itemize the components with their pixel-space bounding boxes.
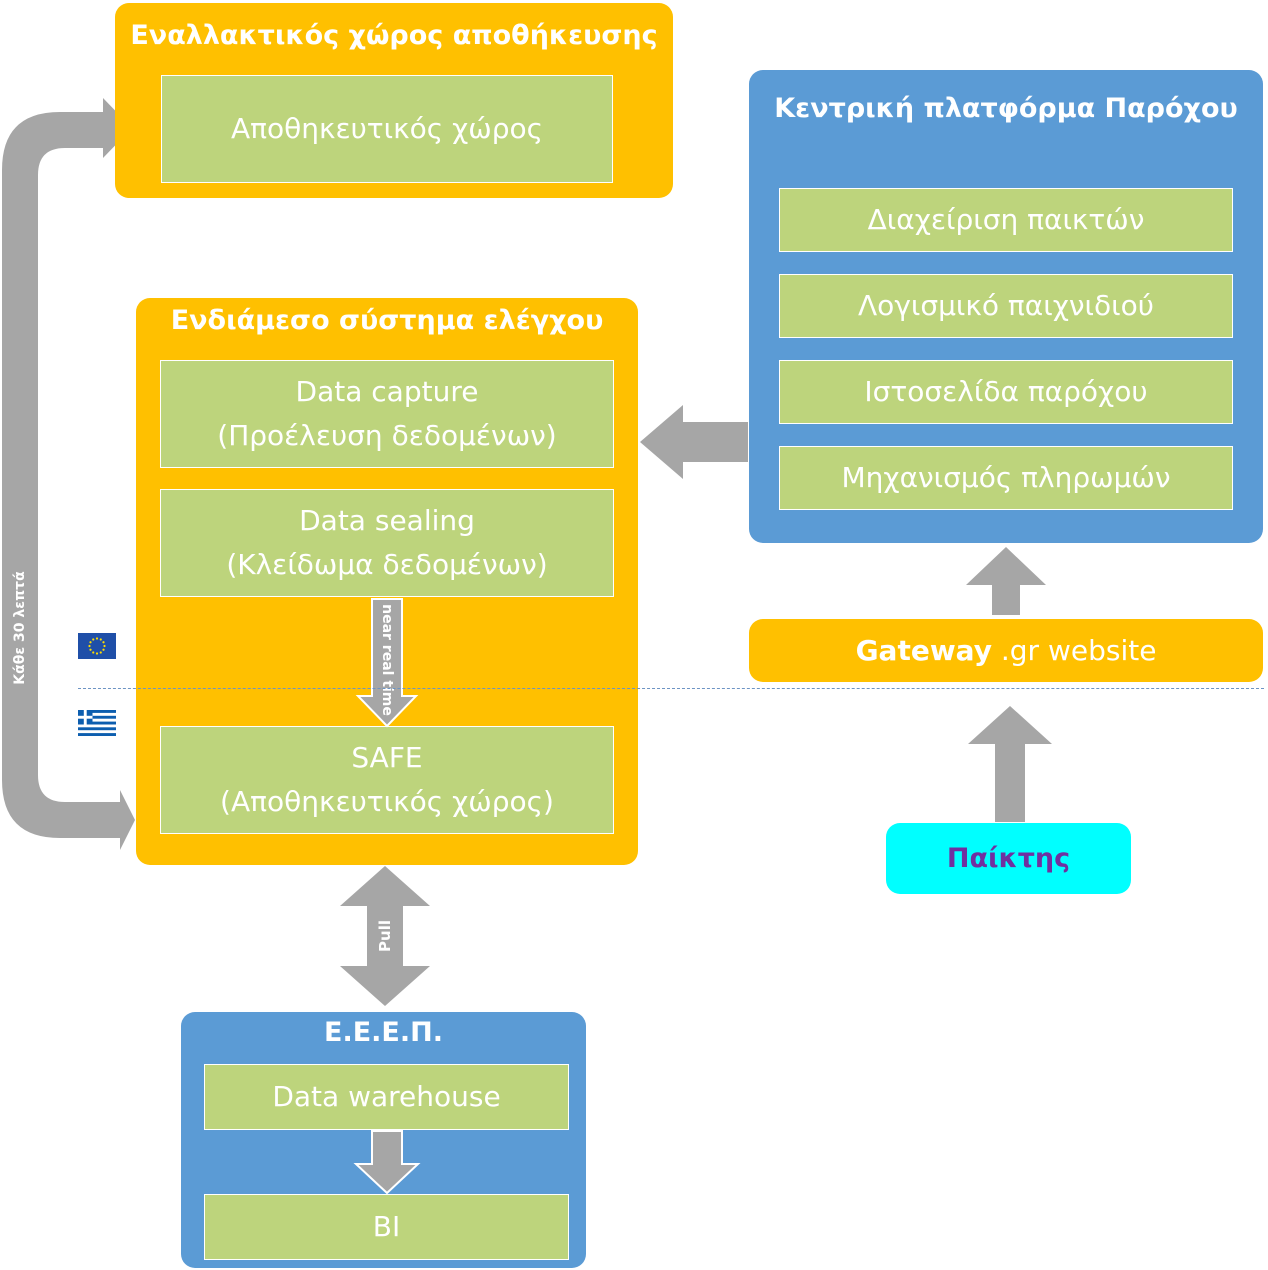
eu-flag-icon bbox=[78, 633, 116, 659]
bi-label: BI bbox=[372, 1210, 401, 1243]
player-label: Παίκτης bbox=[946, 843, 1071, 874]
platform-item-game-software: Λογισμικό παιχνιδιού bbox=[779, 274, 1233, 338]
pull-arrow bbox=[340, 866, 430, 1006]
eeep-panel: Ε.Ε.Ε.Π. Data warehouse BI bbox=[181, 1012, 586, 1268]
safe-box: SAFE (Αποθηκευτικός χώρος) bbox=[160, 726, 614, 834]
eeep-title: Ε.Ε.Ε.Π. bbox=[324, 1017, 443, 1048]
data-sealing-line1: Data sealing bbox=[299, 504, 475, 537]
platform-item-players: Διαχείριση παικτών bbox=[779, 188, 1233, 252]
data-sealing-box: Data sealing (Κλείδωμα δεδομένων) bbox=[160, 489, 614, 597]
alternative-storage-item-label: Αποθηκευτικός χώρος bbox=[230, 112, 544, 145]
data-capture-box: Data capture (Προέλευση δεδομένων) bbox=[160, 360, 614, 468]
platform-item-website: Ιστοσελίδα παρόχου bbox=[779, 360, 1233, 424]
control-system-title: Ενδιάμεσο σύστημα ελέγχου bbox=[170, 305, 604, 336]
near-real-time-arrow-overlay bbox=[355, 598, 419, 728]
platform-to-control-arrow bbox=[640, 405, 748, 479]
gateway-rest-label: .gr website bbox=[991, 634, 1157, 667]
warehouse-to-bi-arrow-overlay bbox=[353, 1130, 421, 1195]
bi-box: BI bbox=[204, 1194, 569, 1260]
player-box: Παίκτης bbox=[886, 823, 1131, 894]
eu-greece-divider bbox=[78, 688, 1264, 689]
player-to-gateway-arrow bbox=[968, 706, 1052, 822]
alternative-storage-title: Εναλλακτικός χώρος αποθήκευσης bbox=[130, 20, 658, 51]
data-warehouse-label: Data warehouse bbox=[272, 1080, 501, 1113]
safe-line1: SAFE bbox=[351, 741, 423, 774]
greek-flag-icon bbox=[78, 710, 116, 736]
control-system-panel: Ενδιάμεσο σύστημα ελέγχου Data capture (… bbox=[136, 298, 638, 865]
platform-item-payments: Μηχανισμός πληρωμών bbox=[779, 446, 1233, 510]
data-warehouse-box: Data warehouse bbox=[204, 1064, 569, 1130]
alternative-storage-panel: Εναλλακτικός χώρος αποθήκευσης Αποθηκευτ… bbox=[115, 3, 673, 198]
gateway-box: Gateway .gr website bbox=[749, 619, 1263, 682]
data-sealing-line2: (Κλείδωμα δεδομένων) bbox=[226, 548, 548, 581]
platform-item-website-label: Ιστοσελίδα παρόχου bbox=[864, 375, 1148, 408]
gateway-bold-label: Gateway bbox=[855, 634, 992, 667]
provider-platform-title: Κεντρική πλατφόρμα Παρόχου bbox=[774, 93, 1238, 124]
platform-item-payments-label: Μηχανισμός πληρωμών bbox=[841, 461, 1171, 494]
gateway-to-platform-arrow bbox=[966, 547, 1046, 615]
platform-item-game-software-label: Λογισμικό παιχνιδιού bbox=[858, 289, 1154, 322]
safe-line2: (Αποθηκευτικός χώρος) bbox=[220, 785, 554, 818]
every-30-min-arrow bbox=[2, 98, 135, 850]
alternative-storage-item: Αποθηκευτικός χώρος bbox=[161, 75, 613, 183]
platform-item-players-label: Διαχείριση παικτών bbox=[867, 203, 1145, 236]
provider-platform-panel: Κεντρική πλατφόρμα Παρόχου Διαχείριση πα… bbox=[749, 70, 1263, 543]
data-capture-line2: (Προέλευση δεδομένων) bbox=[217, 419, 557, 452]
data-capture-line1: Data capture bbox=[295, 375, 479, 408]
